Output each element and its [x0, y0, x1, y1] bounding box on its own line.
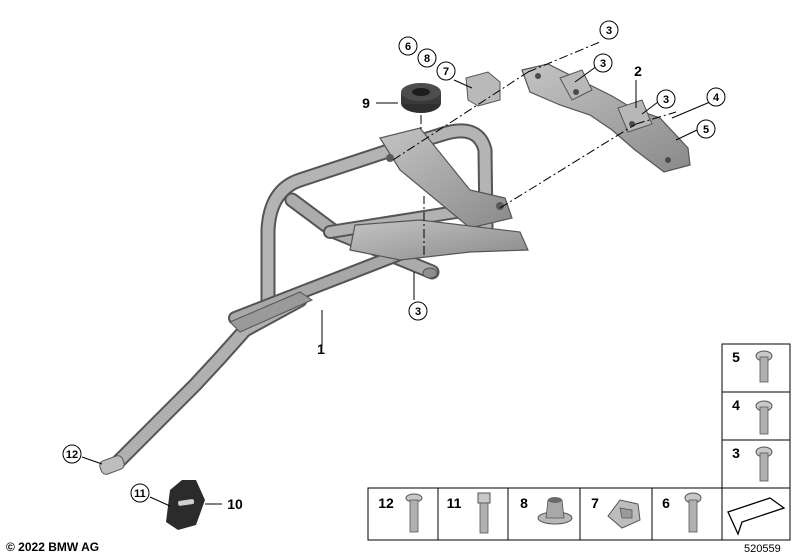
- screw-5-icon: [755, 350, 773, 383]
- svg-text:5: 5: [703, 124, 709, 136]
- svg-text:12: 12: [66, 449, 78, 461]
- callout-3b: 3: [593, 53, 613, 73]
- callout-3d: 3: [408, 301, 428, 321]
- label-2: 2: [634, 63, 642, 79]
- svg-text:3: 3: [663, 94, 669, 106]
- leader-lines: [81, 65, 711, 507]
- label-1: 1: [317, 341, 325, 357]
- callout-6: 6: [398, 36, 418, 56]
- legend-cell-4: 4: [732, 397, 740, 413]
- mount-hole: [386, 154, 394, 162]
- base-bar-tube: [228, 245, 412, 325]
- fastener-legend-row: [367, 487, 791, 541]
- tube-end-cap: [422, 267, 438, 279]
- arm-base-plate: [229, 291, 314, 333]
- callout-3c: 3: [656, 89, 676, 109]
- svg-text:8: 8: [424, 53, 430, 65]
- clip-nut: [465, 71, 501, 107]
- clip-nut-7-icon: [607, 499, 641, 529]
- mount-hole: [496, 202, 504, 210]
- fastener-legend-column: [721, 343, 791, 489]
- callout-11: 11: [130, 483, 150, 503]
- callout-3a: 3: [599, 20, 619, 40]
- sleeve: [99, 455, 125, 475]
- rubber-grommet: [401, 83, 441, 113]
- assembly-lines: [392, 41, 677, 255]
- screw-12-icon: [405, 493, 423, 533]
- screw-6-icon: [684, 492, 702, 533]
- svg-text:4: 4: [713, 92, 720, 104]
- callout-7: 7: [436, 61, 456, 81]
- callout-12: 12: [62, 444, 82, 464]
- copyright-text: © 2022 BMW AG: [6, 540, 100, 554]
- legend-cell-3: 3: [732, 445, 740, 461]
- lower-arm-tube: [110, 292, 308, 470]
- document-number: 520559: [744, 543, 781, 555]
- legend-cell-12: 12: [378, 495, 394, 511]
- callout-5: 5: [696, 119, 716, 139]
- screw-11-icon: [477, 492, 491, 534]
- svg-text:6: 6: [405, 41, 411, 53]
- legend-cell-11: 11: [447, 495, 462, 511]
- lower-mounting-plate: [349, 219, 529, 261]
- svg-text:3: 3: [606, 25, 612, 37]
- rubber-mount: [166, 480, 205, 530]
- legend-cell-8: 8: [520, 495, 528, 511]
- screw-4-icon: [755, 400, 773, 435]
- nut-8-icon: [537, 497, 573, 525]
- label-9: 9: [362, 95, 370, 111]
- svg-text:11: 11: [134, 488, 146, 500]
- legend-cell-5: 5: [732, 349, 740, 365]
- orientation-arrow-icon: [727, 497, 786, 536]
- svg-text:7: 7: [443, 66, 449, 78]
- svg-text:3: 3: [600, 58, 606, 70]
- upper-mounting-plate: [379, 127, 513, 229]
- callout-4: 4: [706, 87, 726, 107]
- callout-8: 8: [417, 48, 437, 68]
- legend-cell-7: 7: [591, 495, 599, 511]
- svg-text:3: 3: [415, 306, 421, 318]
- legend-cell-6: 6: [662, 495, 670, 511]
- label-10: 10: [227, 496, 243, 512]
- front-loop-tube: [260, 123, 494, 318]
- carrier-bracket: [521, 63, 691, 173]
- screw-3-icon: [755, 446, 773, 482]
